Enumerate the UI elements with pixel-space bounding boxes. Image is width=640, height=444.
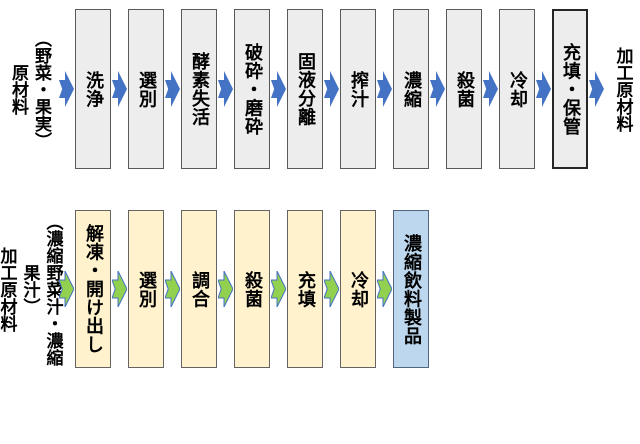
process-step-label: 濃縮 xyxy=(401,70,422,108)
green-right-arrow-icon xyxy=(59,271,74,307)
process-step-label: 殺菌 xyxy=(242,270,263,308)
top-input-label: （野菜・果実） 原材料 xyxy=(8,29,51,149)
blue-right-arrow-icon xyxy=(324,71,339,107)
blue-right-arrow-icon xyxy=(218,71,233,107)
top-input-label-wrap: （野菜・果実） 原材料 xyxy=(0,9,58,169)
bottom-input-label: （濃縮野菜汁・濃縮果汁） 加工原材料 xyxy=(0,212,63,366)
process-step-label: 搾汁 xyxy=(348,70,369,108)
process-step-label: 殺菌 xyxy=(454,70,475,108)
process-step-label: 充填・保管 xyxy=(560,42,581,136)
process-step-label: 選別 xyxy=(136,270,157,308)
process-step-label: 充填 xyxy=(295,270,316,308)
process-step-box: 殺菌 xyxy=(234,210,270,368)
product-label: 濃縮飲料製品 xyxy=(401,233,422,345)
green-right-arrow-icon xyxy=(112,271,127,307)
process-step-label: 固液分離 xyxy=(295,52,316,126)
top-output-label: 加工原材料 xyxy=(612,46,633,132)
process-step-box: 固液分離 xyxy=(287,9,323,169)
blue-right-arrow-icon xyxy=(430,71,445,107)
top-output-label-wrap: 加工原材料 xyxy=(605,9,639,169)
blue-right-arrow-icon xyxy=(536,71,551,107)
green-right-arrow-icon xyxy=(271,271,286,307)
top-process-row: （野菜・果実） 原材料 洗浄 選別 酵素失活 破砕・磨砕 固液分離 搾汁 濃縮 … xyxy=(0,9,639,169)
process-step-box: 選別 xyxy=(128,9,164,169)
process-step-label: 洗浄 xyxy=(83,70,104,108)
green-right-arrow-icon xyxy=(377,271,392,307)
process-step-box: 濃縮 xyxy=(393,9,429,169)
process-step-label: 調合 xyxy=(189,270,210,308)
process-step-box: 洗浄 xyxy=(75,9,111,169)
bottom-input-label-wrap: （濃縮野菜汁・濃縮果汁） 加工原材料 xyxy=(0,210,63,368)
process-step-label: 選別 xyxy=(136,70,157,108)
process-step-box: 選別 xyxy=(128,210,164,368)
process-step-label: 酵素失活 xyxy=(189,52,210,126)
blue-right-arrow-icon xyxy=(377,71,392,107)
product-box: 濃縮飲料製品 xyxy=(393,210,429,368)
process-step-box: 解凍・開け出し xyxy=(75,210,111,368)
process-step-label: 冷却 xyxy=(348,270,369,308)
process-step-label: 解凍・開け出し xyxy=(83,224,104,354)
green-right-arrow-icon xyxy=(324,271,339,307)
process-step-box: 冷却 xyxy=(499,9,535,169)
green-right-arrow-icon xyxy=(218,271,233,307)
process-step-box: 殺菌 xyxy=(446,9,482,169)
process-step-label: 破砕・磨砕 xyxy=(242,42,263,136)
process-step-box: 充填 xyxy=(287,210,323,368)
blue-right-arrow-icon xyxy=(165,71,180,107)
blue-right-arrow-icon xyxy=(483,71,498,107)
process-step-box: 破砕・磨砕 xyxy=(234,9,270,169)
bottom-process-row: （濃縮野菜汁・濃縮果汁） 加工原材料 解凍・開け出し 選別 調合 殺菌 充填 冷… xyxy=(0,210,429,368)
process-step-box: 搾汁 xyxy=(340,9,376,169)
blue-right-arrow-icon xyxy=(112,71,127,107)
green-right-arrow-icon xyxy=(165,271,180,307)
process-step-box: 冷却 xyxy=(340,210,376,368)
blue-right-arrow-icon xyxy=(59,71,74,107)
process-step-box: 調合 xyxy=(181,210,217,368)
blue-right-arrow-icon xyxy=(271,71,286,107)
process-step-label: 冷却 xyxy=(507,70,528,108)
process-step-box: 酵素失活 xyxy=(181,9,217,169)
process-step-box: 充填・保管 xyxy=(552,9,588,169)
blue-right-arrow-icon xyxy=(589,71,604,107)
